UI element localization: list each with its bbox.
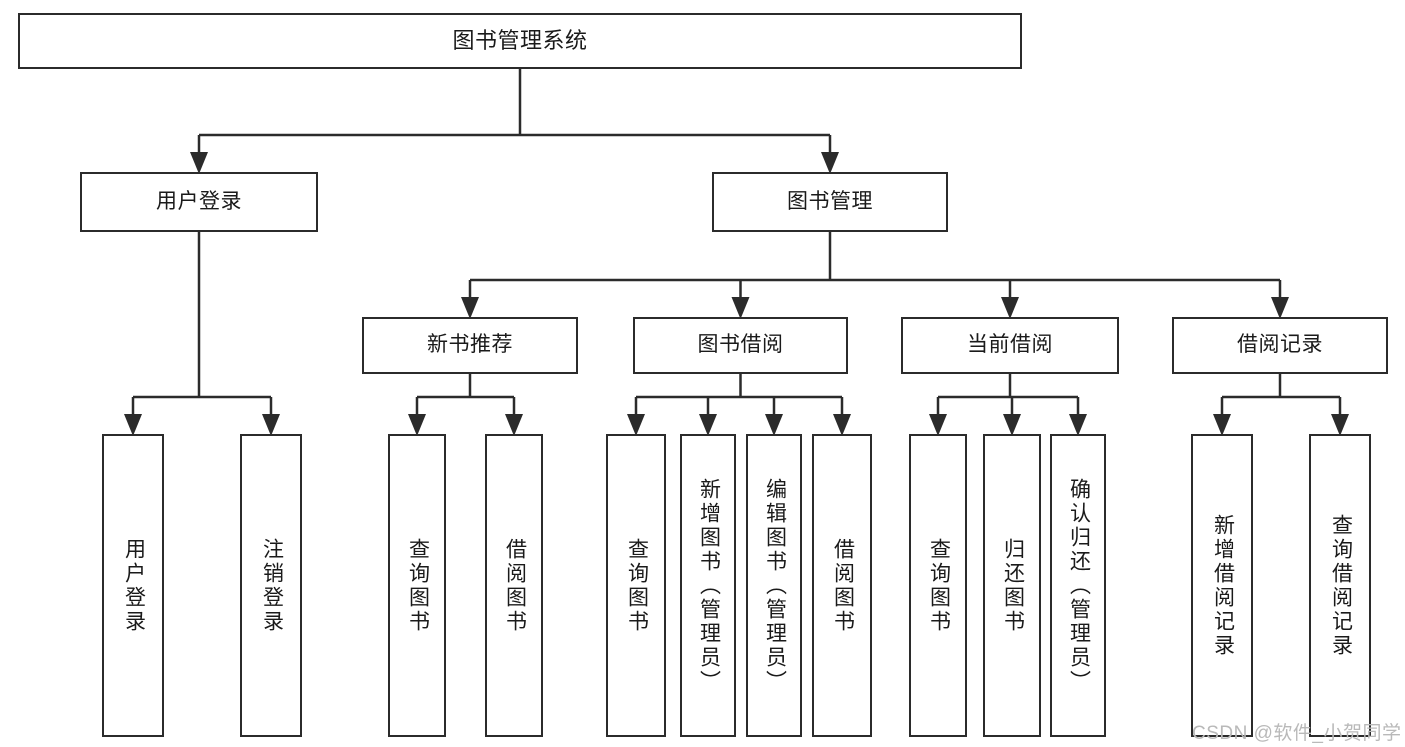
- node-label: 查询图书: [625, 537, 649, 634]
- node-label: 图书管理系统: [452, 27, 588, 53]
- connector-arrowhead: [731, 297, 750, 319]
- node-label: 新书推荐: [427, 333, 513, 357]
- node-leaf-borrow-book-2: 借阅图书: [812, 434, 872, 737]
- node-cur-borrow: 当前借阅: [901, 317, 1119, 374]
- connector-arrowhead: [262, 414, 280, 436]
- node-new-book-rec: 新书推荐: [362, 317, 578, 374]
- connector-arrowhead: [833, 414, 851, 436]
- node-label: 用户登录: [156, 189, 242, 213]
- node-label: 借阅图书: [503, 537, 527, 634]
- connector-arrowhead: [505, 414, 523, 436]
- connector-arrowhead: [1003, 414, 1021, 436]
- node-leaf-add-book: 新增图书（管理员）: [680, 434, 736, 737]
- node-label: 确认归还（管理员）: [1067, 477, 1091, 694]
- node-root: 图书管理系统: [18, 13, 1022, 69]
- node-leaf-query-book-3: 查询图书: [909, 434, 967, 737]
- connector-arrowhead: [408, 414, 426, 436]
- node-label: 用户登录: [122, 537, 146, 634]
- node-label: 编辑图书（管理员）: [763, 477, 787, 694]
- node-leaf-edit-book: 编辑图书（管理员）: [746, 434, 802, 737]
- node-leaf-add-log: 新增借阅记录: [1191, 434, 1253, 737]
- connector-arrowhead: [124, 414, 142, 436]
- node-label: 图书管理: [787, 189, 873, 213]
- watermark: CSDN @软件_小贺同学: [1192, 723, 1402, 744]
- connector-arrowhead: [1069, 414, 1087, 436]
- node-label: 新增借阅记录: [1211, 513, 1235, 658]
- node-book-borrow: 图书借阅: [633, 317, 848, 374]
- node-label: 图书借阅: [697, 333, 784, 357]
- connector-arrowhead: [1271, 297, 1289, 319]
- connector-arrowhead: [190, 152, 208, 174]
- node-label: 查询借阅记录: [1329, 513, 1353, 658]
- node-label: 注销登录: [260, 537, 284, 634]
- node-leaf-user-login: 用户登录: [102, 434, 164, 737]
- node-user-login: 用户登录: [80, 172, 318, 232]
- connector-arrowhead: [821, 152, 839, 174]
- node-label: 借阅图书: [831, 537, 855, 634]
- node-leaf-query-book-2: 查询图书: [606, 434, 666, 737]
- connector-arrowhead: [1331, 414, 1349, 436]
- connector-arrowhead: [929, 414, 947, 436]
- node-label: 借阅记录: [1237, 333, 1323, 357]
- node-label: 归还图书: [1001, 537, 1025, 634]
- node-label: 当前借阅: [967, 333, 1053, 357]
- node-leaf-query-book-1: 查询图书: [388, 434, 446, 737]
- node-borrow-log: 借阅记录: [1172, 317, 1388, 374]
- connector-arrowhead: [461, 297, 479, 319]
- node-leaf-query-log: 查询借阅记录: [1309, 434, 1371, 737]
- node-label: 查询图书: [406, 537, 430, 634]
- node-label: 新增图书（管理员）: [697, 477, 721, 694]
- node-label: 查询图书: [927, 537, 951, 634]
- connector-arrowhead: [765, 414, 783, 436]
- connector-arrowhead: [1213, 414, 1231, 436]
- connector-arrowhead: [699, 414, 717, 436]
- node-leaf-confirm-ret: 确认归还（管理员）: [1050, 434, 1106, 737]
- node-book-manage: 图书管理: [712, 172, 948, 232]
- node-leaf-return-book: 归还图书: [983, 434, 1041, 737]
- node-leaf-user-logout: 注销登录: [240, 434, 302, 737]
- node-leaf-borrow-book-1: 借阅图书: [485, 434, 543, 737]
- connector-arrowhead: [1001, 297, 1019, 319]
- connector-arrowhead: [627, 414, 645, 436]
